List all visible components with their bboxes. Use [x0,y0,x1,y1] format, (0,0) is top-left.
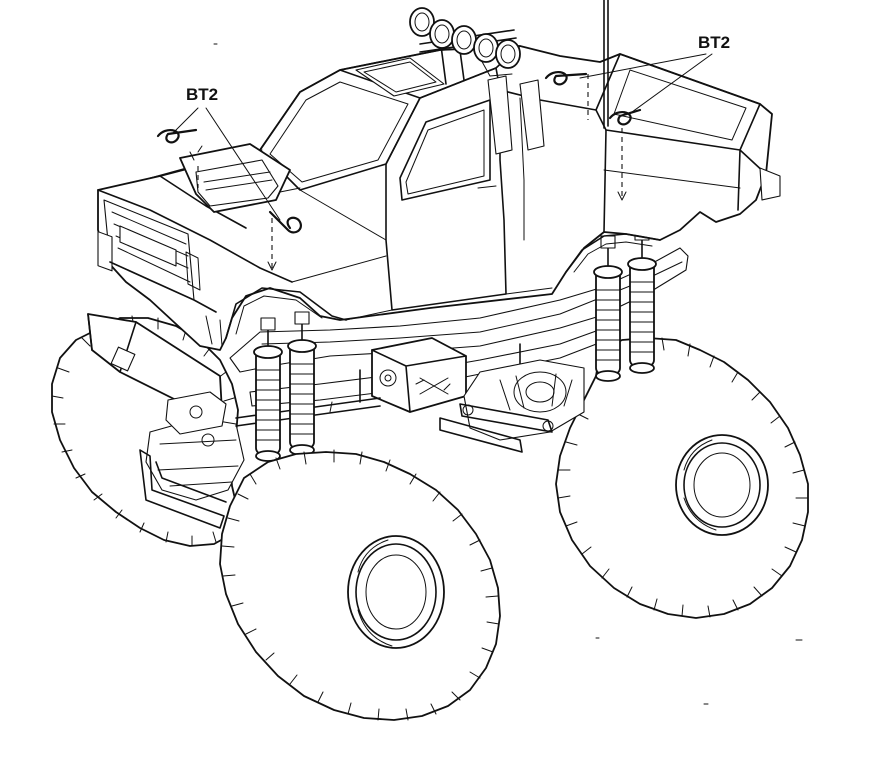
front-shocks [253,311,317,462]
callout-left: BT2 [171,85,281,221]
body-clip-hood-right [268,210,302,234]
callout-label-right: BT2 [698,33,730,52]
assembly-guides [197,74,627,271]
hood-scoop [179,143,291,213]
body-clip-hood-left [156,128,198,144]
rear-right-wheel [555,337,809,619]
roof-lights [409,7,521,69]
front-right-wheel [219,449,501,721]
rear-shock-right [627,227,657,374]
rear-shock-left [593,235,623,382]
front-shock-left [253,317,283,462]
scan-specks [213,43,803,705]
body-clip-bed-bottom [608,108,642,126]
callout-label-left: BT2 [186,85,218,104]
callout-right: BT2 [579,33,730,113]
body-clip-bed-top [544,71,588,86]
